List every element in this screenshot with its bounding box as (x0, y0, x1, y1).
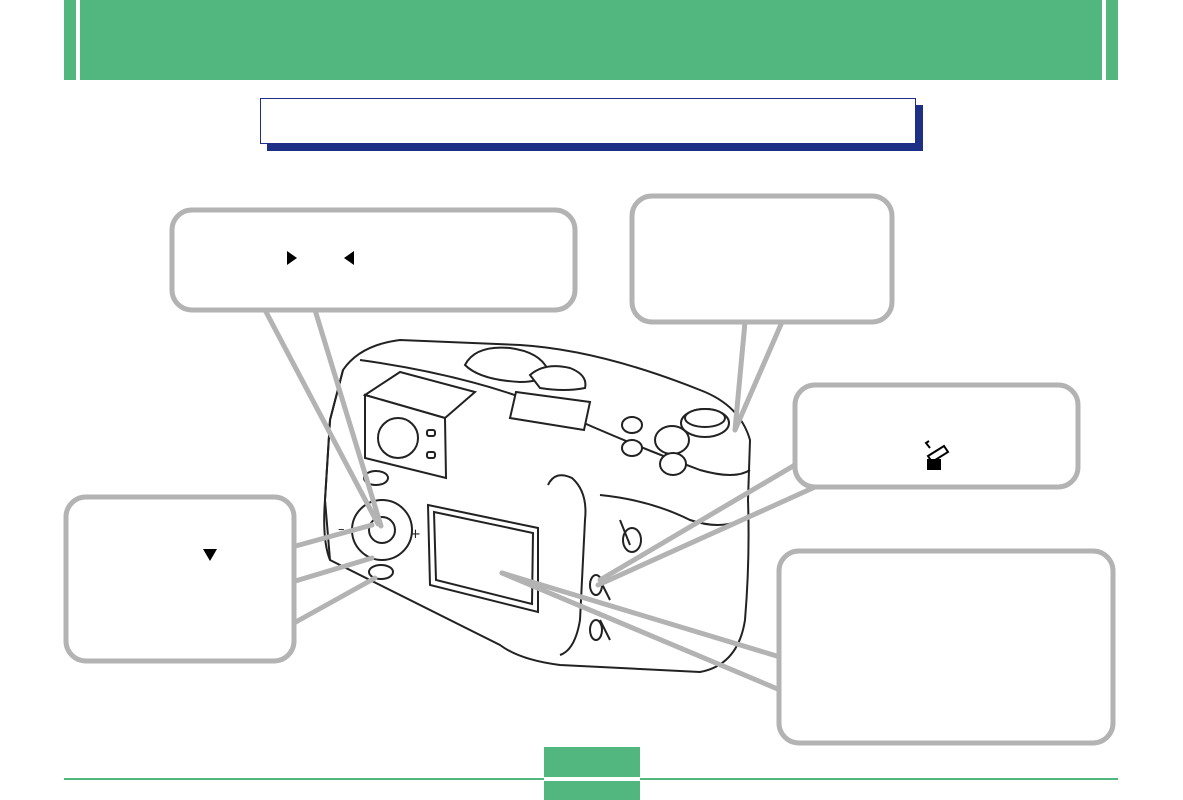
header-stripe-left (76, 0, 80, 80)
triangle-left-icon (344, 251, 354, 265)
viewfinder (362, 370, 478, 480)
page-tab-divider (544, 777, 640, 781)
page-number-tab (544, 747, 640, 800)
top-buttons (621, 408, 730, 476)
svg-text:+: + (410, 527, 421, 542)
header-bar (64, 0, 1118, 80)
callout-arrow-keys (169, 207, 578, 313)
leader-lines (262, 307, 818, 693)
header-stripe-right (1102, 0, 1106, 80)
flash-delete-icon (924, 440, 950, 470)
callout-lcd-monitor (776, 548, 1116, 746)
callout-delete-button (792, 382, 1081, 490)
section-title-box (260, 98, 916, 144)
top-lcd-panel (508, 390, 592, 432)
svg-text:–: – (338, 522, 345, 537)
camera-top-hump (463, 346, 587, 391)
triangle-right-icon (287, 251, 297, 265)
callout-down-key (63, 494, 297, 664)
body-marks: – + (338, 522, 421, 542)
callout-boxes (63, 193, 1116, 746)
triangle-down-icon (203, 549, 217, 561)
callout-zoom-lever (629, 193, 895, 325)
rear-lcd-monitor (426, 503, 539, 614)
